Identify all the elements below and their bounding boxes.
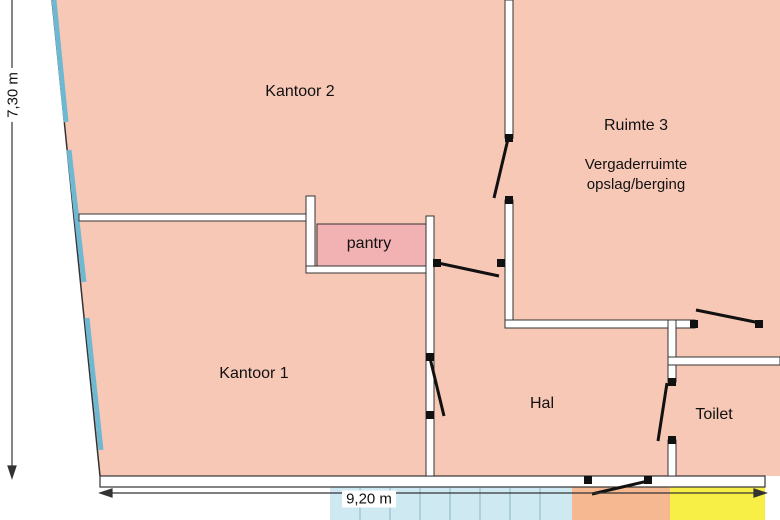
room-label-ruimte-3: Ruimte 3 [603, 117, 669, 134]
pantry-wall-right [425, 215, 435, 477]
pantry-wall-left [305, 195, 316, 274]
door-frames [426, 134, 763, 484]
room-label-hal: Hal [529, 395, 555, 412]
bottom-wall [99, 475, 766, 488]
width-dimension [98, 488, 768, 498]
entry-area [572, 487, 670, 520]
yellow-area [670, 487, 765, 520]
toilet-wall-top [667, 356, 780, 366]
width-dimension-label: 9,20 m [342, 490, 396, 508]
room-description-line-2: opslag/berging [586, 176, 686, 193]
toilet-wall-left-low [667, 439, 677, 477]
wall-k2-r3-top [504, 0, 514, 139]
wall-r3-bottom [504, 319, 696, 329]
height-dimension-label: 7,30 m [4, 68, 22, 122]
room-description-line-1: Vergaderruimte [584, 156, 688, 173]
pantry-outline [316, 223, 427, 267]
room-label-kantoor-1: Kantoor 1 [219, 365, 289, 382]
room-description-ruimte-3: Vergaderruimte opslag/berging [585, 155, 688, 195]
wall-k2-r3-bottom [504, 199, 514, 329]
room-label-kantoor-2: Kantoor 2 [265, 83, 335, 100]
wall-k2-k1 [78, 213, 307, 222]
pantry-area [317, 224, 426, 266]
doors [428, 138, 761, 496]
room-label-pantry: pantry [346, 235, 392, 252]
room-label-toilet: Toilet [695, 406, 733, 423]
toilet-wall-left [667, 319, 677, 383]
pantry-wall-bottom [305, 265, 429, 274]
windows [51, 0, 104, 451]
